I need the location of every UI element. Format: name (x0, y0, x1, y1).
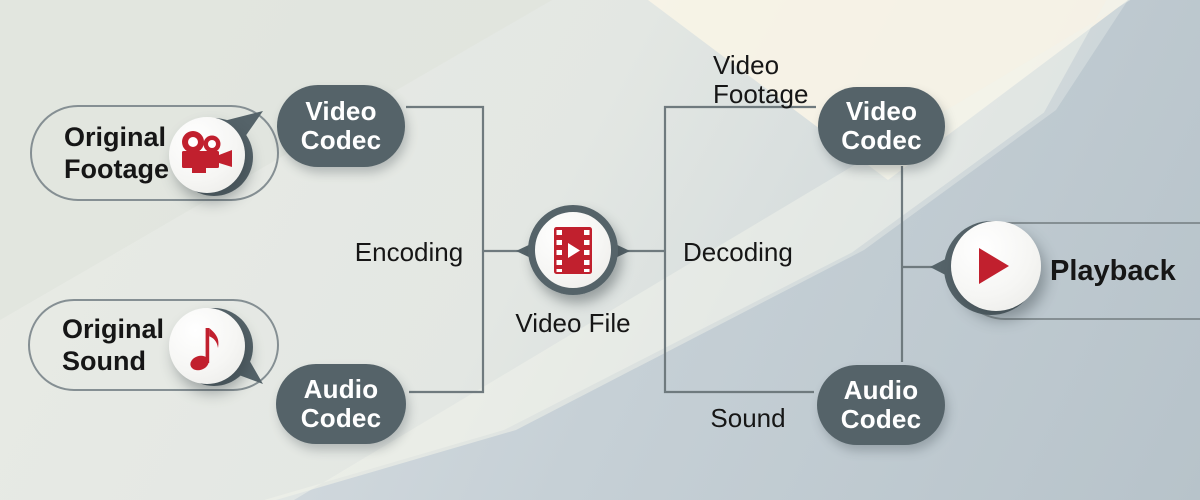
video-codec-right-line1: Video (845, 96, 918, 126)
video-footage-label-line2: Footage (713, 79, 809, 109)
movie-camera-icon (182, 131, 232, 173)
video-footage-label: Video Footage (713, 51, 808, 109)
original-sound-label-line2: Sound (62, 346, 146, 376)
audio-codec-right-line1: Audio (843, 375, 919, 405)
film-strip-icon (554, 226, 592, 274)
video-codec-left-line2: Codec (300, 125, 382, 155)
music-note-icon (190, 328, 219, 371)
audio-codec-right-line2: Codec (840, 404, 922, 434)
video-file-label: Video File (515, 308, 631, 338)
playback-label: Playback (1050, 255, 1176, 287)
original-footage-pill: Original Footage (30, 105, 279, 201)
original-footage-label-line2: Footage (64, 154, 169, 184)
audio-codec-left-line2: Codec (300, 403, 382, 433)
original-sound-pill: Original Sound (28, 299, 279, 391)
original-sound-circle (169, 308, 245, 384)
video-codec-left-pill: Video Codec (277, 85, 405, 167)
sound-label: Sound (710, 403, 786, 433)
audio-codec-left-line1: Audio (303, 374, 379, 404)
decoding-label: Decoding (683, 237, 793, 267)
original-sound-label-line1: Original (62, 314, 165, 344)
original-footage-label-line1: Original (64, 122, 167, 152)
video-codec-right-line2: Codec (841, 125, 922, 155)
video-file-circle (528, 205, 618, 295)
video-codec-right-pill: Video Codec (818, 87, 945, 165)
playback-circle (951, 221, 1041, 311)
audio-codec-left-pill: Audio Codec (276, 364, 406, 444)
play-icon (979, 248, 1009, 284)
video-codec-left-line1: Video (305, 96, 377, 126)
video-footage-label-line1: Video (713, 50, 780, 80)
original-footage-circle (169, 117, 245, 193)
audio-codec-right-pill: Audio Codec (817, 365, 945, 445)
encoding-label: Encoding (354, 237, 464, 267)
